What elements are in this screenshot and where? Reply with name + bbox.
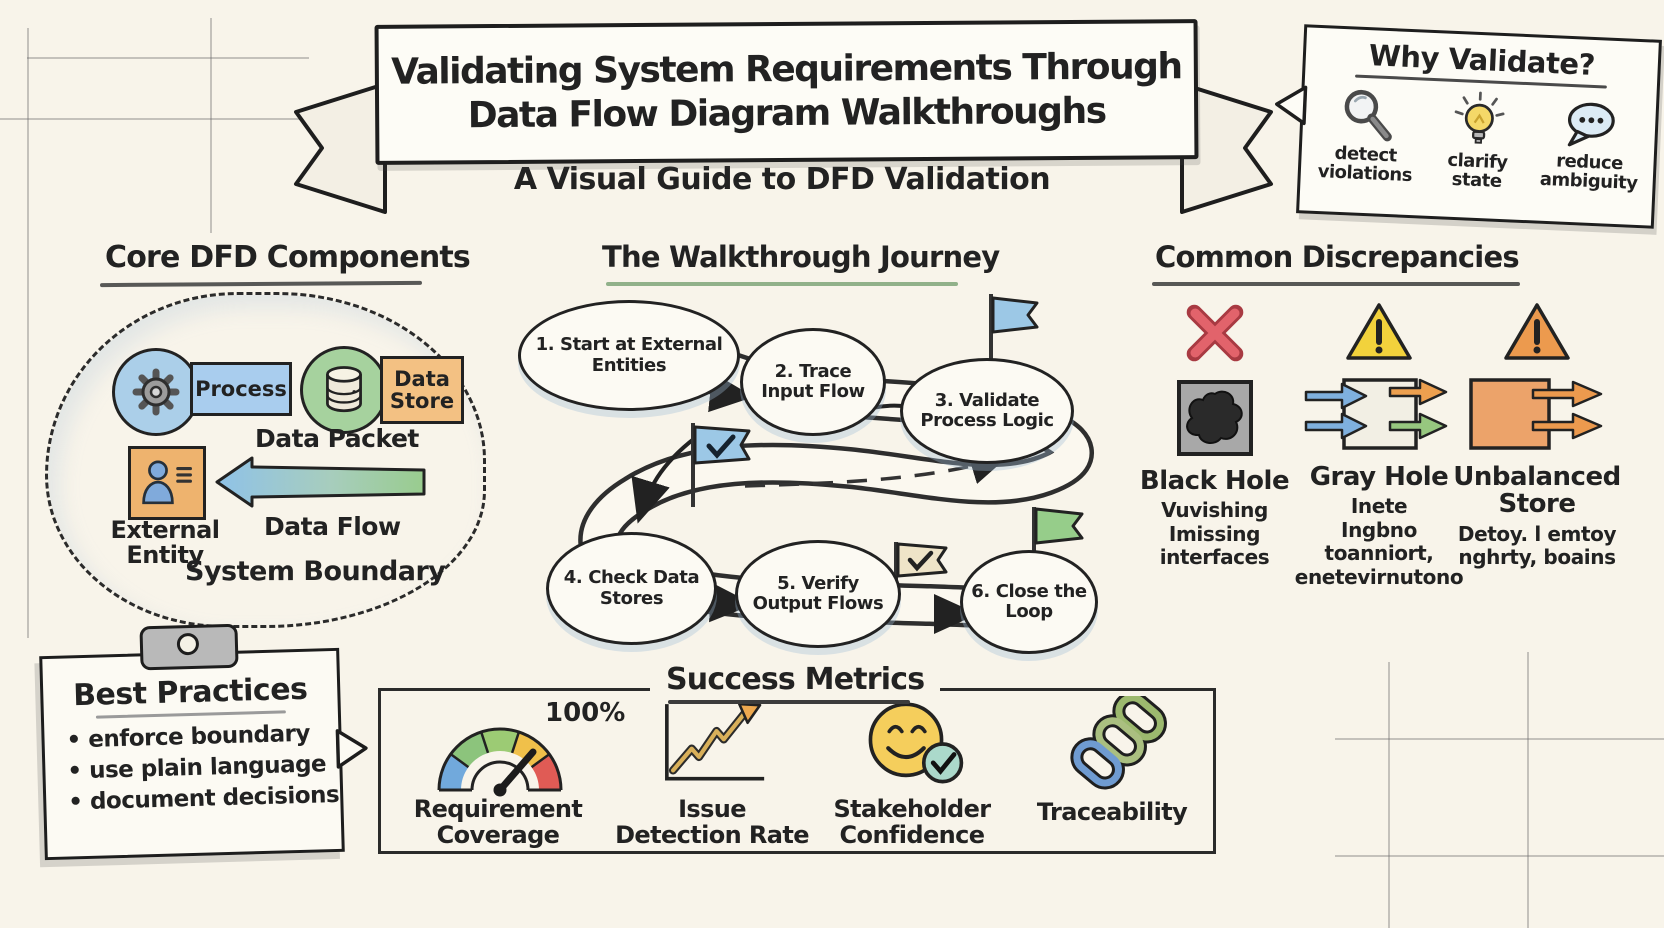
core-components-title: Core DFD Components: [105, 240, 471, 275]
best-practice-item: document decisions: [68, 782, 341, 816]
journey-step-6: 6. Close the Loop: [960, 550, 1098, 654]
pencil-grid-line: [1335, 855, 1664, 857]
gauge-icon: [437, 727, 563, 797]
why-item-label: detect violations: [1317, 142, 1413, 187]
data-store-label: Data Store: [380, 356, 464, 424]
banner-ribbon-tail-right: [1180, 82, 1273, 214]
best-practices-card: Best Practices enforce boundary use plai…: [39, 623, 368, 861]
pencil-grid-line: [210, 18, 212, 233]
journey-step-5: 5. Verify Output Flows: [735, 540, 901, 648]
data-flow-label: Data Flow: [264, 512, 401, 541]
discrepancy-gray-hole: Gray Hole Inete Ingbno toanniort, enetev…: [1290, 300, 1468, 590]
underline: [99, 280, 423, 287]
journey-title: The Walkthrough Journey: [602, 240, 1000, 274]
smiley-check-icon: [868, 702, 964, 784]
pencil-grid-line: [27, 28, 29, 638]
database-cylinder-icon: [326, 366, 362, 413]
clipboard-clip-icon: [139, 623, 239, 671]
page-subtitle: A Visual Guide to DFD Validation: [513, 162, 1051, 197]
best-practice-item: enforce boundary: [66, 720, 339, 754]
journey-step-3: 3. Validate Process Logic: [900, 358, 1074, 464]
best-practices-title: Best Practices: [72, 671, 308, 714]
gray-hole-square-icon: [1304, 378, 1448, 450]
best-practice-item: use plain language: [67, 751, 340, 785]
metric-label-requirement-coverage: Requirement Coverage: [413, 795, 583, 849]
lightbulb-icon: [1454, 91, 1505, 144]
data-packet-label: Data Packet: [255, 424, 419, 453]
why-item-reduce: reduce ambiguity: [1534, 94, 1646, 198]
trend-line-icon: [665, 702, 765, 781]
underline: [1152, 282, 1520, 286]
discrepancy-description: Vuvishing Imissing interfaces: [1159, 498, 1270, 570]
external-entity-node: [128, 446, 206, 520]
page-title-line1: Validating System Requirements Through: [391, 46, 1182, 93]
red-x-icon: [1186, 304, 1243, 362]
pencil-grid-line: [1335, 738, 1664, 740]
discrepancy-unbalanced-store: Unbalanced Store Detoy. l emtoy nghrty, …: [1448, 300, 1626, 570]
orange-warning-triangle-icon: [1504, 303, 1570, 360]
chain-links-icon: [1070, 696, 1167, 790]
banner-ribbon-tail-left: [294, 82, 387, 214]
speech-bubble-icon: [1567, 102, 1615, 147]
data-store-node: [300, 346, 388, 434]
discrepancy-description: Detoy. l emtoy nghrty, boains: [1457, 521, 1617, 570]
pencil-grid-line: [0, 118, 310, 120]
process-node: [112, 348, 200, 436]
system-boundary-cloud: [45, 292, 486, 628]
discrepancy-name: Gray Hole: [1309, 462, 1449, 492]
left-arrow-icon: [215, 456, 426, 508]
journey-step-1: 1. Start at External Entities: [518, 300, 740, 411]
why-item-detect: detect violations: [1310, 84, 1422, 188]
success-metrics-title: Success Metrics: [650, 662, 941, 697]
process-label: Process: [190, 362, 292, 416]
journey-step-4: 4. Check Data Stores: [546, 532, 717, 645]
pencil-grid-line: [1388, 662, 1390, 928]
why-item-label: clarify state: [1446, 149, 1508, 192]
gauge-value-label: 100%: [545, 698, 626, 728]
metric-label-issue-detection-rate: Issue Detection Rate: [615, 795, 809, 849]
page-title-line2: Data Flow Diagram Walkthroughs: [467, 90, 1106, 137]
pencil-grid-line: [1527, 652, 1529, 928]
discrepancy-name: Black Hole: [1139, 466, 1290, 496]
card-tail: [335, 729, 368, 769]
discrepancy-name: Unbalanced Store: [1453, 462, 1621, 520]
yellow-warning-triangle-icon: [1346, 303, 1412, 360]
why-validate-card: Why Validate? detect violations: [1275, 24, 1662, 229]
unbalanced-store-square-icon: [1469, 378, 1603, 450]
title-banner: Validating System Requirements Through D…: [374, 19, 1199, 165]
person-card-icon: [142, 460, 192, 505]
magnifier-icon: [1344, 89, 1392, 142]
discrepancies-title: Common Discrepancies: [1155, 240, 1520, 274]
underline: [606, 282, 958, 286]
beige-check-flag-icon: [894, 542, 948, 600]
pencil-grid-line: [27, 57, 309, 59]
why-validate-items: detect violations clarify state: [1300, 83, 1656, 198]
metric-label-traceability: Traceability: [1036, 798, 1188, 826]
journey-step-2: 2. Trace Input Flow: [740, 328, 886, 436]
discrepancy-black-hole: Black Hole Vuvishing Imissing interfaces: [1132, 300, 1297, 570]
why-item-label: reduce ambiguity: [1539, 150, 1638, 194]
why-item-clarify: clarify state: [1422, 89, 1534, 193]
gear-icon: [132, 368, 180, 416]
discrepancy-description: Inete Ingbno toanniort, enetevirnutono: [1294, 494, 1464, 590]
metric-label-stakeholder-confidence: Stakeholder Confidence: [833, 795, 991, 849]
black-hole-square-icon: [1176, 380, 1253, 456]
system-boundary-label: System Boundary: [185, 556, 446, 587]
blue-check-flag-icon: [691, 423, 751, 507]
underline: [668, 700, 910, 704]
card-tail: [1275, 85, 1308, 126]
external-entity-label: External Entity: [110, 516, 220, 570]
clip-hole: [176, 632, 200, 656]
